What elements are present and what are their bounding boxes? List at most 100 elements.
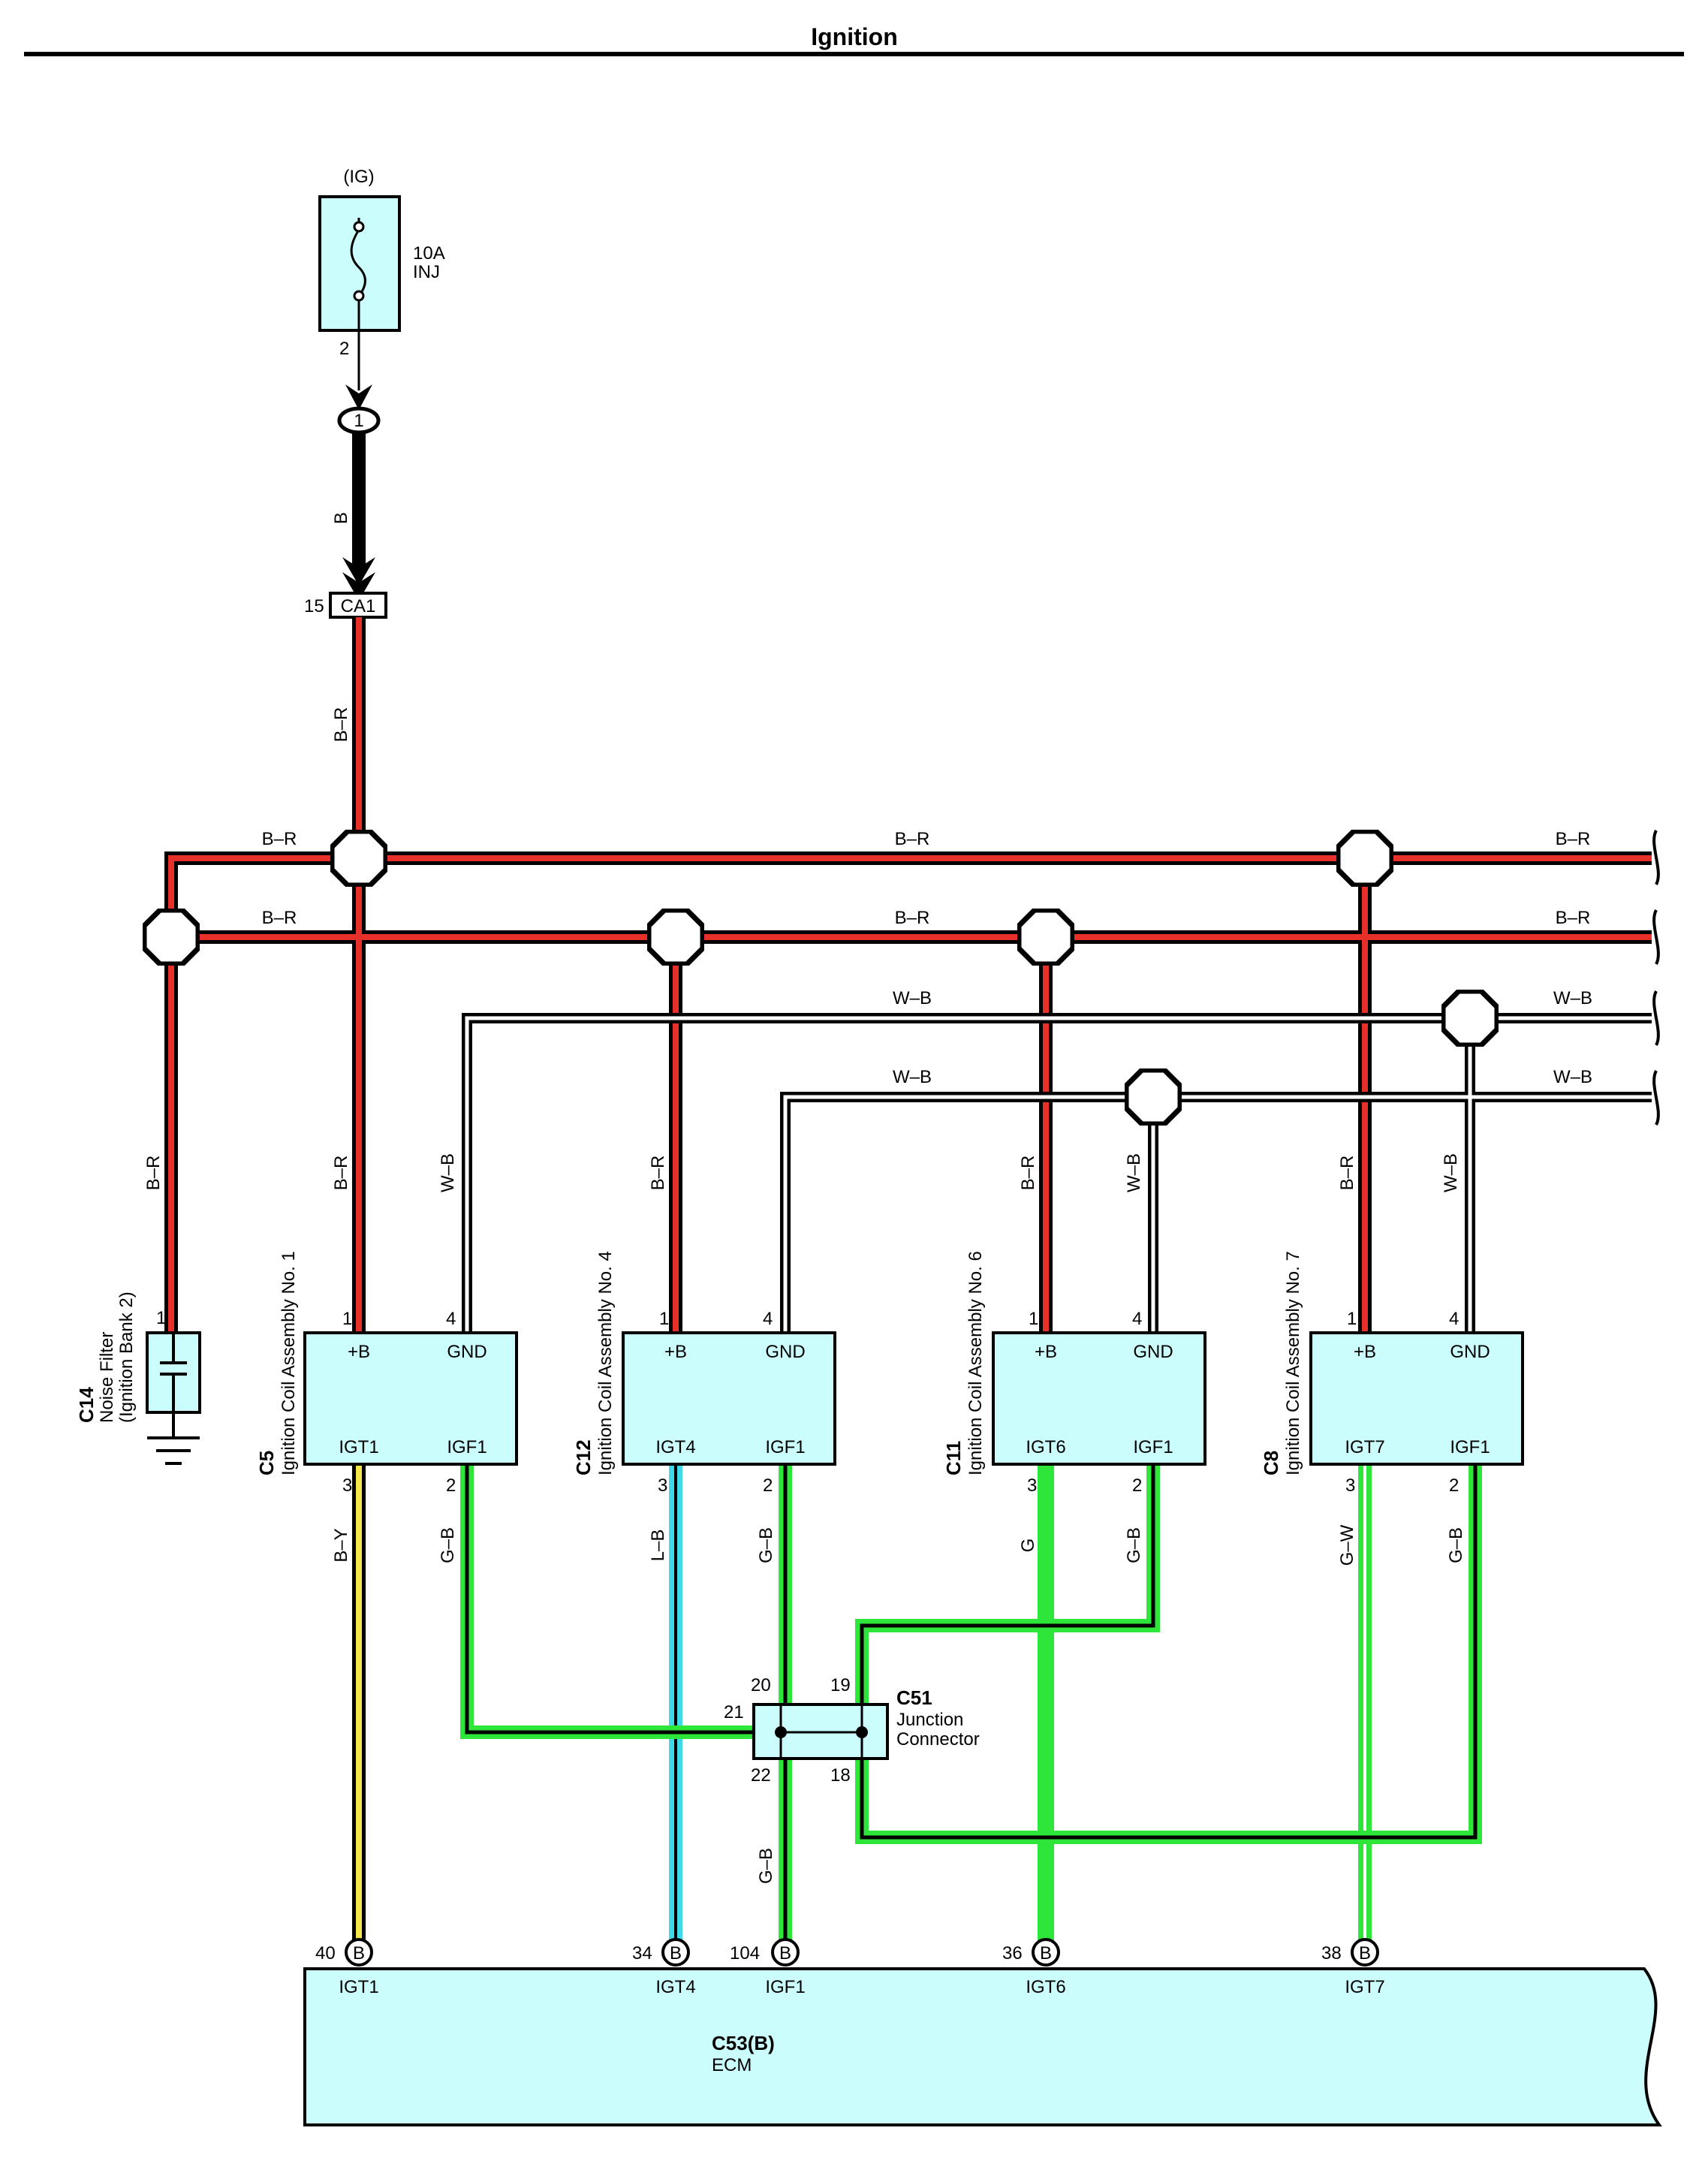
wire-color-label: B–R	[895, 829, 930, 849]
ecm-terminal-label: IGT1	[339, 1977, 378, 1997]
coil-name: Ignition Coil Assembly No. 1	[279, 1251, 299, 1475]
coil-pin-number: 4	[1132, 1309, 1142, 1329]
coil-pin-label: +B	[348, 1342, 370, 1362]
coil-pin-number: 1	[342, 1309, 352, 1329]
wire-color-label: B–R	[331, 1156, 351, 1191]
wire-color-label: W–B	[1441, 1153, 1461, 1192]
coil-box	[303, 1331, 518, 1466]
coil-pin-number: 3	[1027, 1475, 1037, 1496]
junction-ca1-pin: 15	[304, 596, 324, 616]
ecm-c53b: C53(B) ECM B 40 IGT1 B 34 IGT4 B 104 IGF…	[303, 1938, 1662, 2126]
wire-color-label: G–B	[438, 1527, 458, 1563]
wire-color-label: G–B	[756, 1527, 776, 1563]
coil-pin-number: 1	[1347, 1309, 1357, 1329]
ignition-coil-c5: +B GND IGT1 IGF1 1 4 3 2 C5 Ignition Coi…	[255, 1251, 518, 1496]
junction-connector-c51: 20 19 21 22 18 C51 Junction Connector	[724, 1675, 980, 1786]
junction-connector-name: Junction	[896, 1710, 963, 1730]
coil-pin-label: +B	[1035, 1342, 1057, 1362]
coil-pin-number: 2	[446, 1475, 456, 1496]
junction-pin: 21	[724, 1702, 744, 1722]
noise-filter-name: Noise Filter	[97, 1332, 117, 1423]
junction-node	[775, 1726, 787, 1738]
ecm-terminal-pin: 104	[730, 1943, 760, 1964]
coil-pin-label: GND	[765, 1342, 805, 1362]
coil-pin-label: GND	[1133, 1342, 1173, 1362]
ecm-id: C53(B)	[712, 2032, 775, 2054]
wire-color-label: B–R	[262, 908, 297, 928]
coil-name: Ignition Coil Assembly No. 6	[965, 1251, 986, 1475]
ecm-terminal-label: IGT7	[1345, 1977, 1384, 1997]
coil-id: C12	[572, 1439, 595, 1475]
fuse-inj: (IG) 10A INJ 2	[318, 167, 445, 359]
wire-color-label: W–B	[893, 1067, 932, 1087]
arrow-icon	[342, 557, 375, 586]
coil-pin-label: GND	[1450, 1342, 1490, 1362]
wire-color-label: W–B	[1553, 988, 1592, 1008]
fuse-pin: 2	[339, 339, 349, 359]
wire-color-label: W–B	[1553, 1067, 1592, 1087]
wire-break-icons	[1652, 830, 1660, 1126]
ecm-terminal-igt1: B 40 IGT1	[315, 1938, 379, 1997]
coil-pin-number: 3	[658, 1475, 667, 1496]
junction-ca1-name: CA1	[341, 596, 376, 616]
fuse-source-label: (IG)	[343, 167, 374, 187]
wire-color-label: B–R	[143, 1156, 164, 1191]
coil-pin-number: 4	[446, 1309, 456, 1329]
wire-color-label: W–B	[438, 1153, 458, 1192]
junction-pin: 20	[751, 1675, 771, 1695]
coil-pin-label: IGF1	[1450, 1437, 1490, 1457]
wire-color-label: G	[1018, 1539, 1038, 1553]
ecm-terminal-type: B	[670, 1943, 682, 1964]
splice-label: 1	[354, 411, 363, 431]
ground-icon	[147, 1436, 200, 1465]
ecm-terminal-type: B	[353, 1943, 365, 1964]
ecm-terminal-igt7: B 38 IGT7	[1321, 1938, 1385, 1997]
ignition-coil-c12: +B GND IGT4 IGF1 1 4 3 2 C12 Ignition Co…	[572, 1251, 836, 1496]
coil-name: Ignition Coil Assembly No. 7	[1283, 1251, 1303, 1475]
coil-pin-number: 3	[1345, 1475, 1355, 1496]
ecm-terminal-pin: 34	[632, 1943, 652, 1964]
junction-pin: 19	[830, 1675, 851, 1695]
coil-pin-label: +B	[664, 1342, 687, 1362]
wire-color-label: B–R	[1337, 1156, 1357, 1191]
wire-color-label: B–R	[1556, 829, 1591, 849]
wire-color-label: B	[331, 512, 351, 524]
coil-pin-number: 2	[1132, 1475, 1142, 1496]
junction-pin: 18	[830, 1765, 851, 1786]
ecm-terminal-igt6: B 36 IGT6	[1002, 1938, 1066, 1997]
coil-id: C8	[1260, 1451, 1282, 1475]
junction-ca1	[329, 592, 387, 619]
wire-color-label: W–B	[1124, 1153, 1144, 1192]
capacitor-icon	[160, 1333, 187, 1438]
ecm-terminal-label: IGF1	[765, 1977, 805, 1997]
noise-filter-c14: 1 C14 Noise Filter (Ignition Bank 2)	[75, 1291, 201, 1465]
page-title: Ignition	[811, 23, 898, 50]
wire-color-label: G–W	[1337, 1524, 1357, 1566]
coil-pin-label: +B	[1354, 1342, 1376, 1362]
wire-color-label: L–B	[648, 1530, 668, 1562]
ecm-terminal-type: B	[1040, 1943, 1052, 1964]
junction-connector-name: Connector	[896, 1729, 980, 1750]
coil-box	[1309, 1331, 1524, 1466]
coil-pin-label: IGF1	[765, 1437, 805, 1457]
coil-box	[622, 1331, 836, 1466]
junction-pin: 22	[751, 1765, 771, 1786]
junction-connector-id: C51	[896, 1686, 932, 1709]
ecm-terminal-type: B	[1359, 1943, 1371, 1964]
coil-pin-number: 1	[659, 1309, 669, 1329]
ecm-terminal-type: B	[779, 1943, 791, 1964]
ecm-terminal-label: IGT4	[655, 1977, 695, 1997]
coil-name: Ignition Coil Assembly No. 4	[595, 1251, 616, 1475]
wire-color-label: B–Y	[331, 1528, 351, 1562]
coil-pin-label: IGT6	[1026, 1437, 1065, 1457]
coil-pin-number: 2	[763, 1475, 773, 1496]
wire-color-label: B–R	[1018, 1156, 1038, 1191]
ecm-terminal-pin: 40	[315, 1943, 336, 1964]
coil-pin-label: IGF1	[1133, 1437, 1173, 1457]
coil-pin-label: IGT1	[339, 1437, 378, 1457]
coil-id: C5	[255, 1451, 278, 1475]
noise-filter-pin: 1	[156, 1308, 166, 1328]
wire-color-label: B–R	[648, 1156, 668, 1191]
coil-pin-label: GND	[447, 1342, 486, 1362]
